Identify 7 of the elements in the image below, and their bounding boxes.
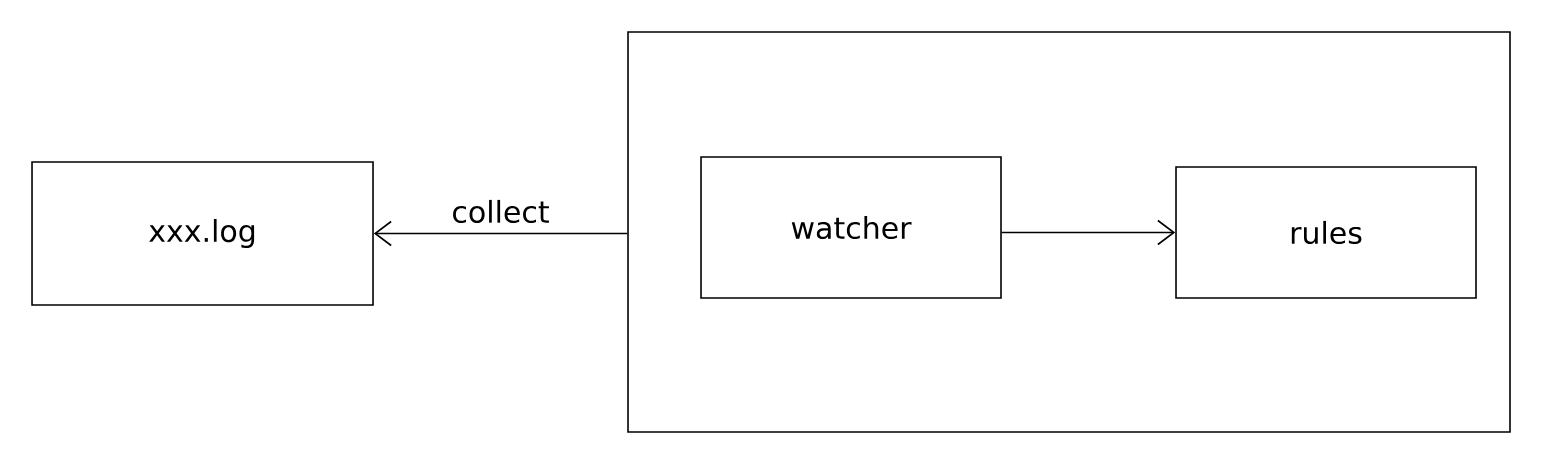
arrow [1001, 219, 1176, 246]
arrow [373, 220, 628, 247]
process-box: xxx.log [31, 161, 374, 306]
process-box: rules [1175, 166, 1477, 299]
container-box [627, 31, 1511, 433]
process-box: watcher [700, 156, 1002, 299]
edge-label: collect [453, 199, 549, 224]
